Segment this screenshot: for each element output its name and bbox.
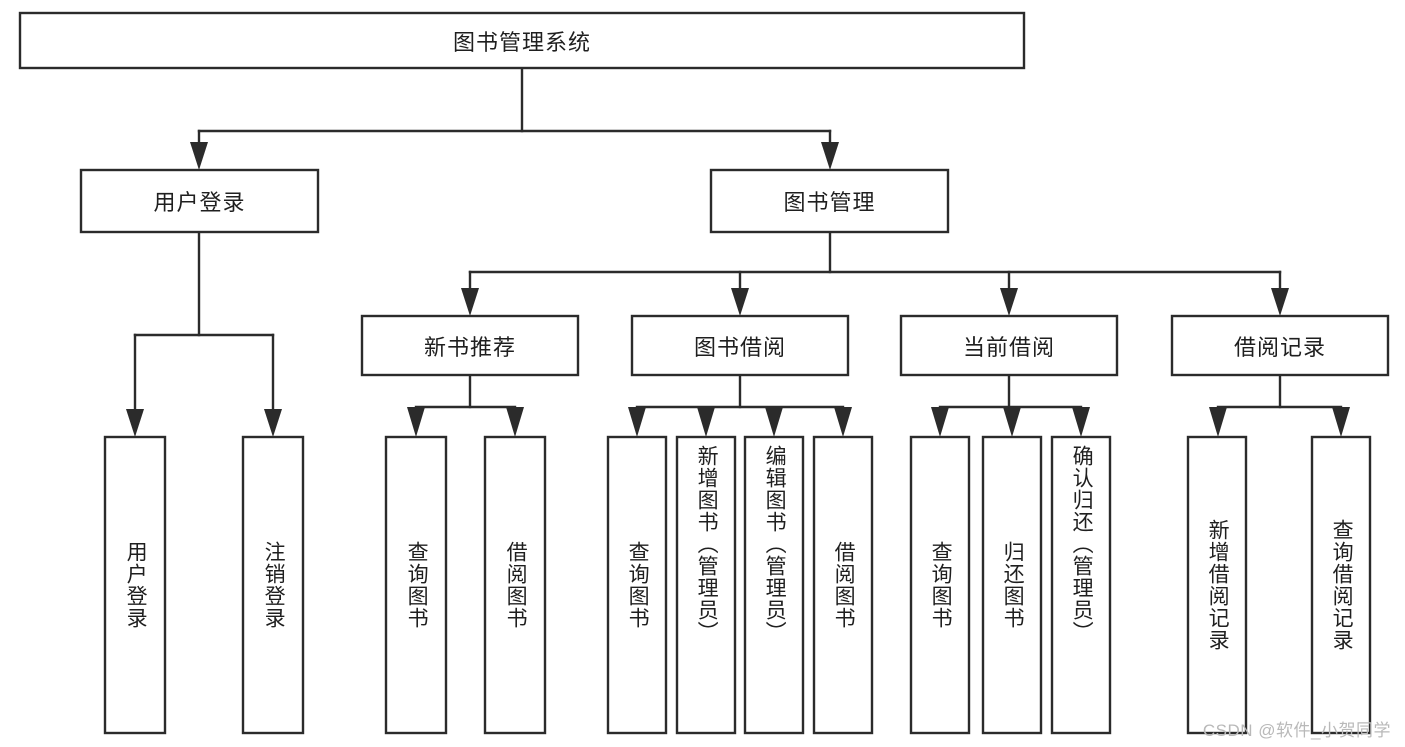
- arrow-head-leaf-query-book-b: [628, 407, 646, 437]
- node-box-leaf-add-book[interactable]: [675, 435, 737, 735]
- node-box-current-borrow[interactable]: [899, 314, 1119, 377]
- arrow-head-leaf-borrow-book-b: [834, 407, 852, 437]
- node-box-leaf-query-book-a[interactable]: [384, 435, 448, 735]
- edge-group-current-borrow: [931, 373, 1090, 437]
- arrow-head-book-borrow: [731, 288, 749, 316]
- arrow-head-leaf-logout: [264, 409, 282, 437]
- node-box-user-login[interactable]: [79, 168, 320, 234]
- node-box-leaf-return-book[interactable]: [981, 435, 1043, 735]
- edge-group-book-manage: [461, 230, 1289, 316]
- node-box-leaf-add-record[interactable]: [1186, 435, 1248, 735]
- arrow-head-new-book-rec: [461, 288, 479, 316]
- arrow-head-leaf-edit-book: [765, 407, 783, 437]
- arrow-head-borrow-record: [1271, 288, 1289, 316]
- edge-group-book-borrow: [628, 373, 852, 437]
- arrow-head-leaf-query-book-c: [931, 407, 949, 437]
- arrow-head-leaf-borrow-book-a: [506, 407, 524, 437]
- node-box-leaf-borrow-book-a[interactable]: [483, 435, 547, 735]
- edge-group-root: [190, 66, 839, 170]
- node-box-leaf-query-record[interactable]: [1310, 435, 1372, 735]
- arrow-head-leaf-add-record: [1209, 407, 1227, 437]
- arrow-head-leaf-query-book-a: [407, 407, 425, 437]
- node-box-book-manage[interactable]: [709, 168, 950, 234]
- node-box-leaf-borrow-book-b[interactable]: [812, 435, 874, 735]
- arrow-head-leaf-confirm-return: [1072, 407, 1090, 437]
- arrow-head-leaf-return-book: [1003, 407, 1021, 437]
- node-box-new-book-rec[interactable]: [360, 314, 580, 377]
- edge-group-user-login: [126, 230, 282, 437]
- arrow-head-leaf-add-book: [697, 407, 715, 437]
- arrow-head-current-borrow: [1000, 288, 1018, 316]
- node-box-root[interactable]: [18, 11, 1026, 70]
- edge-group-new-book-rec: [407, 373, 524, 437]
- node-box-borrow-record[interactable]: [1170, 314, 1390, 377]
- arrow-head-user-login: [190, 142, 208, 170]
- node-box-book-borrow[interactable]: [630, 314, 850, 377]
- arrow-head-leaf-user-login: [126, 409, 144, 437]
- arrow-head-leaf-query-record: [1332, 407, 1350, 437]
- node-box-leaf-query-book-c[interactable]: [909, 435, 971, 735]
- node-box-leaf-edit-book[interactable]: [743, 435, 805, 735]
- edge-group-borrow-record: [1209, 373, 1350, 437]
- node-box-leaf-user-login[interactable]: [103, 435, 167, 735]
- arrow-head-book-manage: [821, 142, 839, 170]
- node-box-leaf-confirm-return[interactable]: [1050, 435, 1112, 735]
- node-box-leaf-logout[interactable]: [241, 435, 305, 735]
- node-box-leaf-query-book-b[interactable]: [606, 435, 668, 735]
